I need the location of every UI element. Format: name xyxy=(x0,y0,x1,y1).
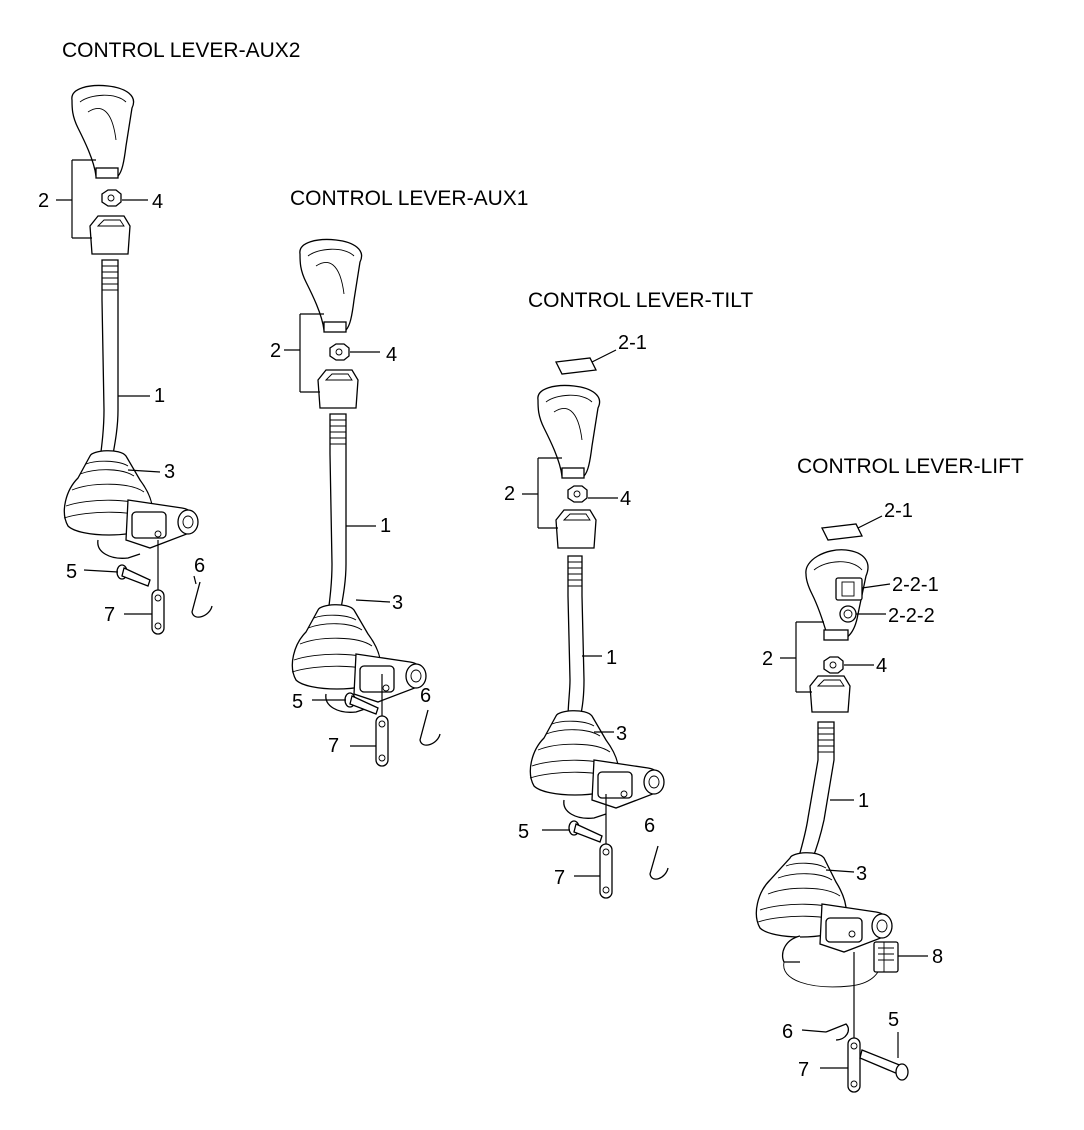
clip xyxy=(649,845,669,880)
label-knob: 2 xyxy=(270,340,281,362)
label-clip: 6 xyxy=(644,815,655,837)
link xyxy=(375,715,389,767)
label-rod: 1 xyxy=(380,515,391,537)
lever-rod xyxy=(99,259,119,461)
clip xyxy=(825,1023,850,1041)
label-pin: 5 xyxy=(518,821,529,843)
label-switch: 2-2-1 xyxy=(892,574,939,596)
adapter xyxy=(809,675,851,713)
nut xyxy=(823,656,844,674)
clip xyxy=(191,581,213,618)
assembly-aux1: CONTROL LEVER-AUX1 xyxy=(270,187,528,767)
label-nut: 4 xyxy=(152,191,163,213)
label-link: 7 xyxy=(104,604,115,626)
label-pin: 5 xyxy=(292,691,303,713)
label-clip: 6 xyxy=(194,555,205,577)
label-clip: 6 xyxy=(420,685,431,707)
nut xyxy=(329,343,350,361)
label-knob: 2 xyxy=(504,483,515,505)
label-rod: 1 xyxy=(606,647,617,669)
switch xyxy=(835,577,863,601)
label-knob: 2 xyxy=(38,190,49,212)
lever-rod xyxy=(567,555,585,719)
label-button: 2-2-2 xyxy=(888,605,935,627)
label-boot: 3 xyxy=(392,592,403,614)
label-connector: 8 xyxy=(932,946,943,968)
leader-lines xyxy=(780,515,928,1069)
pin xyxy=(859,1049,909,1081)
push-button xyxy=(839,605,857,623)
link xyxy=(599,843,613,899)
label-link: 7 xyxy=(328,735,339,757)
label-rod: 1 xyxy=(154,385,165,407)
label-rod: 1 xyxy=(858,790,869,812)
lever-rod xyxy=(327,413,347,615)
adapter xyxy=(555,509,597,549)
lever-rod xyxy=(797,721,835,861)
label-nut: 4 xyxy=(620,488,631,510)
link xyxy=(151,589,165,635)
leader-lines xyxy=(56,159,197,615)
pin xyxy=(116,564,151,587)
label-link: 7 xyxy=(798,1059,809,1081)
knob xyxy=(71,84,135,179)
label-link: 7 xyxy=(554,867,565,889)
label-knob: 2 xyxy=(762,648,773,670)
nut xyxy=(101,189,122,207)
adapter xyxy=(317,369,359,409)
label-boot: 3 xyxy=(164,461,175,483)
leader-lines xyxy=(284,313,391,747)
base-bracket xyxy=(563,759,665,819)
label-pin: 5 xyxy=(66,561,77,583)
label-decal: 2-1 xyxy=(884,500,913,522)
assembly-title: CONTROL LEVER-TILT xyxy=(528,289,753,312)
adapter xyxy=(89,215,131,255)
pin xyxy=(568,820,603,843)
label-boot: 3 xyxy=(616,723,627,745)
connector xyxy=(873,941,899,973)
knob xyxy=(299,238,363,333)
label-pin: 5 xyxy=(888,1009,899,1031)
assembly-title: CONTROL LEVER-AUX1 xyxy=(290,187,528,210)
clip xyxy=(419,709,441,746)
label-boot: 3 xyxy=(856,863,867,885)
nut xyxy=(567,485,588,503)
decal xyxy=(821,523,863,541)
leader-lines xyxy=(522,349,618,877)
label-nut: 4 xyxy=(876,655,887,677)
label-nut: 4 xyxy=(386,344,397,366)
assembly-title: CONTROL LEVER-LIFT xyxy=(797,455,1024,478)
base-bracket xyxy=(97,499,199,559)
label-clip: 6 xyxy=(782,1021,793,1043)
base-bracket xyxy=(781,903,893,963)
assembly-aux2: CONTROL LEVER-AUX2 xyxy=(38,39,300,635)
knob xyxy=(537,384,601,479)
assembly-title: CONTROL LEVER-AUX2 xyxy=(62,39,300,62)
link xyxy=(847,1037,861,1093)
decal xyxy=(555,357,597,375)
assembly-lift: CONTROL LEVER-LIFT xyxy=(755,455,1024,1093)
label-decal: 2-1 xyxy=(618,332,647,354)
wire-harness xyxy=(783,961,881,988)
assembly-tilt: CONTROL LEVER-TILT xyxy=(504,289,753,899)
